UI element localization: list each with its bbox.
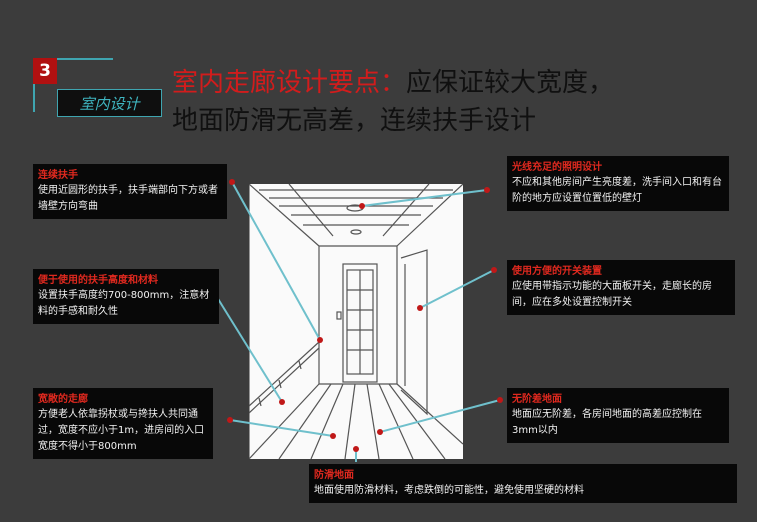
callout-body: 地面应无阶差，各房间地面的高差应控制在3mm以内 [512,409,702,436]
badge-frame [33,58,113,112]
page-title-line-1: 室内走廊设计要点：应保证较大宽度， [172,66,614,100]
marker-dot [279,399,285,405]
marker-dot [377,429,383,435]
marker-dot [330,433,336,439]
callout-body: 地面使用防滑材料，考虑跌倒的可能性，避免使用坚硬的材料 [314,485,584,496]
callout-switch: 使用方便的开关装置 应使用带指示功能的大面板开关，走廊长的房间，应在多处设置控制… [507,260,735,315]
callout-body: 应使用带指示功能的大面板开关，走廊长的房间，应在多处设置控制开关 [512,281,712,308]
callout-heading: 便于使用的扶手高度和材料 [38,275,158,286]
marker-dot [227,417,233,423]
callout-anti-slip: 防滑地面 地面使用防滑材料，考虑跌倒的可能性，避免使用坚硬的材料 [309,464,737,503]
callout-body: 使用近圆形的扶手，扶手端部向下方或者墙壁方向弯曲 [38,185,218,212]
corridor-drawing [248,183,464,460]
title-text-2: 地面防滑无高差，连续扶手设计 [172,106,537,136]
section-number-badge: 3 [33,58,57,84]
marker-dot [353,446,359,452]
callout-height-material: 便于使用的扶手高度和材料 设置扶手高度约700-800mm，注意材料的手感和耐久… [33,269,219,324]
title-text-1: 应保证较大宽度， [406,68,615,98]
marker-dot [491,267,497,273]
callout-no-step: 无阶差地面 地面应无阶差，各房间地面的高差应控制在3mm以内 [507,388,729,443]
callout-lighting: 光线充足的照明设计 不应和其他房间产生亮度差，洗手间入口和有台阶的地方应设置位置… [507,156,729,211]
callout-heading: 连续扶手 [38,170,78,181]
callout-heading: 无阶差地面 [512,394,562,405]
title-highlight: 室内走廊设计要点： [172,68,407,98]
corridor-sketch-image [248,183,464,460]
callout-heading: 宽敞的走廊 [38,394,88,405]
section-label: 室内设计 [57,89,162,117]
page-title-line-2: 地面防滑无高差，连续扶手设计 [172,104,536,138]
callout-heading: 防滑地面 [314,470,354,481]
marker-dot [417,305,423,311]
callout-body: 不应和其他房间产生亮度差，洗手间入口和有台阶的地方应设置位置低的壁灯 [512,177,722,204]
marker-dot [484,187,490,193]
callout-heading: 光线充足的照明设计 [512,162,602,173]
callout-body: 方便老人依靠拐杖或与搀扶人共同通过，宽度不应小于1m，进房间的入口宽度不得小于8… [38,409,205,452]
callout-body: 设置扶手高度约700-800mm，注意材料的手感和耐久性 [38,290,210,317]
marker-dot [317,337,323,343]
callout-wide-corridor: 宽敞的走廊 方便老人依靠拐杖或与搀扶人共同通过，宽度不应小于1m，进房间的入口宽… [33,388,213,459]
callout-heading: 使用方便的开关装置 [512,266,602,277]
marker-dot [229,179,235,185]
marker-dot [359,203,365,209]
callout-handrail: 连续扶手 使用近圆形的扶手，扶手端部向下方或者墙壁方向弯曲 [33,164,227,219]
marker-dot [497,397,503,403]
